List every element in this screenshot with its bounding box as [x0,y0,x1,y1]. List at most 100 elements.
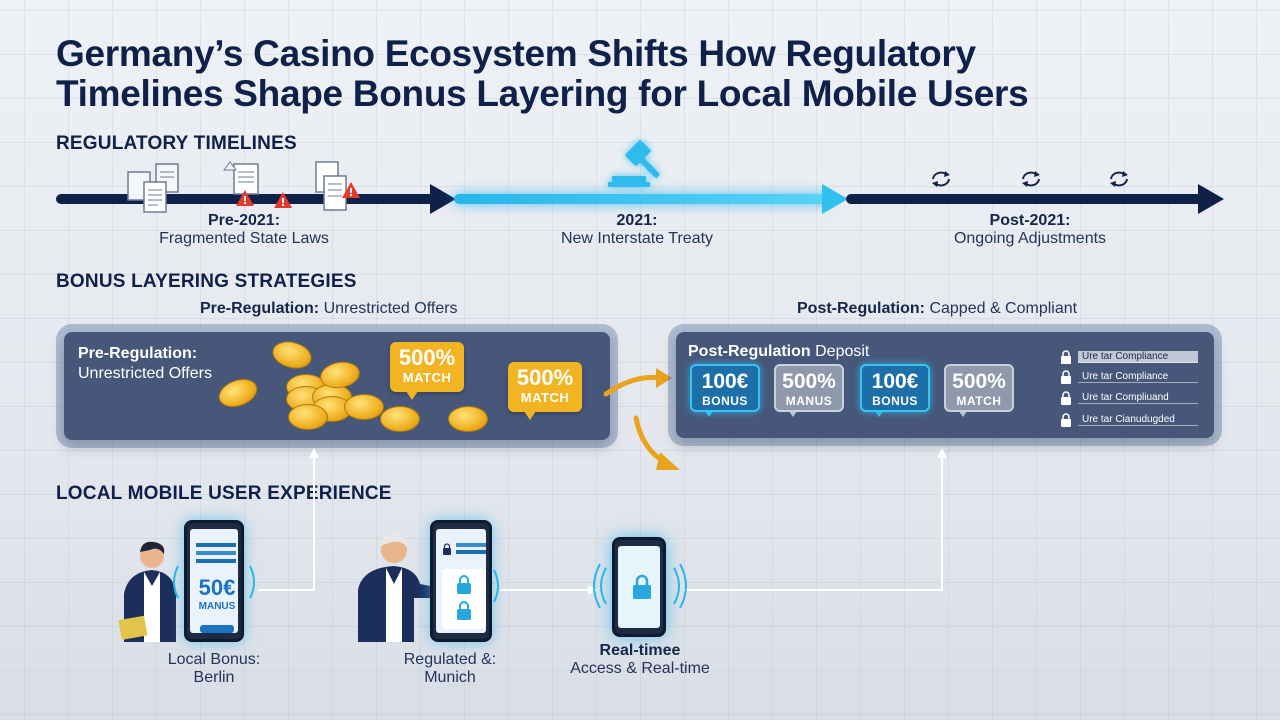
card-value: 500% [782,370,836,393]
post-panel-label-bold: Post-Regulation [688,343,811,360]
match-bubble: 500% MATCH [390,342,464,400]
lock-icon [457,601,471,620]
pre-panel-label: Pre-Regulation: Unrestricted Offers [78,344,212,384]
signal-icon [173,565,255,599]
arrow-icon [430,184,456,214]
screen-line [196,551,236,555]
refresh-icon [1022,171,1040,187]
refresh-icon [932,171,950,187]
pre-regulation-panel: Pre-Regulation: Unrestricted Offers 500%… [64,332,610,440]
card-label: MANUS [785,394,833,408]
pre-subheading: Pre-Regulation: Unrestricted Offers [200,300,458,318]
bonus-card: 500% MATCH [944,364,1014,417]
match-bubble: 500% MATCH [508,362,582,420]
pre-panel-label-bold: Pre-Regulation: [78,345,198,362]
bubble-label: MATCH [520,390,570,405]
document-icon [127,163,179,213]
bubble-value: 500% [398,345,456,370]
person-berlin-illustration [118,541,176,642]
compliance-text: Ure tar Compliuand [1078,392,1198,404]
phone-realtime [612,537,666,637]
compliance-text: Ure tar Compliance [1078,371,1198,383]
timeline-label-2021: 2021: New Interstate Treaty [527,212,747,248]
regulatory-heading: REGULATORY TIMELINES [56,133,297,154]
coin-icon [380,406,420,432]
coin-icon [214,373,262,413]
coin-icon [269,337,315,373]
compliance-row: Ure tar Compliance [1058,350,1200,366]
warning-icon: ! ! [223,161,292,209]
lock-icon [457,575,471,594]
screen-line [196,543,236,547]
timeline-segment-post [846,194,1204,204]
signal-icon [593,563,687,609]
refresh-icon [1110,171,1128,187]
coin-icon [288,404,328,430]
phone-screen [618,546,660,628]
arrow-icon [822,184,848,214]
caption-berlin: Local Bonus: Berlin [134,651,294,687]
caption-line1: Local Bonus: [167,651,261,668]
lock-icon [443,543,451,555]
card-label: BONUS [702,394,748,408]
phone-screen [436,529,486,633]
caption-munich: Regulated &: Munich [380,651,520,687]
post-subheading: Post-Regulation: Capped & Compliant [797,300,1077,318]
lock-icon [1061,370,1071,384]
caption-line2: Berlin [193,669,235,686]
phone-berlin: 50€ MANUS [184,520,244,642]
period-desc: Ongoing Adjustments [953,230,1107,247]
caption-realtime: Real-timee Access & Real-time [550,642,730,678]
pre-panel-label-rest: Unrestricted Offers [78,365,212,382]
timeline-label-pre: Pre-2021: Fragmented State Laws [134,212,354,248]
bonus-card: 100€ BONUS [860,364,930,417]
bonus-heading: BONUS LAYERING STRATEGIES [56,271,357,292]
timeline-segment-2021 [454,194,830,204]
document-icon: ! [315,161,360,211]
compliance-row: Ure tar Compliance [1058,370,1200,386]
caption-line2: Munich [424,669,476,686]
lock-icon [633,574,651,599]
post-panel-label: Post-Regulation Deposit [688,342,869,362]
caption-line1: Regulated &: [403,651,497,668]
post-regulation-panel: Post-Regulation Deposit 100€ BONUS 500% … [676,332,1214,438]
post-sub-bold: Post-Regulation: [797,300,925,317]
lock-icon [1061,413,1071,427]
title-line-2: Timelines Shape Bonus Layering for Local… [56,73,1029,114]
coin-icon [344,394,384,420]
bonus-card: 100€ BONUS [690,364,760,417]
card-value: 100€ [871,370,919,393]
page-title: Germany’s Casino Ecosystem Shifts How Re… [56,34,1206,114]
period-title: Pre-2021: [207,212,281,229]
lock-icon [1061,391,1071,405]
screen-line [196,559,236,563]
card-value: 500% [952,370,1006,393]
screen-line [456,550,486,554]
svg-text:!: ! [242,194,247,207]
card-value: 100€ [701,370,749,393]
post-sub-rest: Capped & Compliant [925,300,1078,317]
mobile-heading: LOCAL MOBILE USER EXPERIENCE [56,483,392,504]
period-desc: Fragmented State Laws [159,230,329,247]
bonus-card: 500% MANUS [774,364,844,417]
phone-munich [430,520,492,642]
compliance-row: Ure tar Compliuand [1058,391,1200,407]
pre-sub-rest: Unrestricted Offers [319,300,458,317]
caption-line2: Access & Real-time [570,660,710,677]
pre-sub-bold: Pre-Regulation: [200,300,320,317]
period-title: 2021: [616,212,658,229]
person-munich-illustration [358,533,443,642]
bubble-label: MATCH [402,370,452,385]
phone-bonus-value: 50€ [198,575,236,600]
title-line-1: Germany’s Casino Ecosystem Shifts How Re… [56,33,976,74]
timeline-label-post: Post-2021: Ongoing Adjustments [920,212,1140,248]
coin-icon [448,406,488,432]
card-label: MATCH [956,394,1002,408]
card-label: BONUS [872,394,918,408]
compliance-text: Ure tar Cianudugded [1078,414,1198,426]
lock-icon [1061,350,1071,364]
gavel-icon [608,140,660,187]
post-panel-label-rest: Deposit [810,343,870,360]
signal-icon [493,569,499,603]
screen-line [456,543,486,547]
